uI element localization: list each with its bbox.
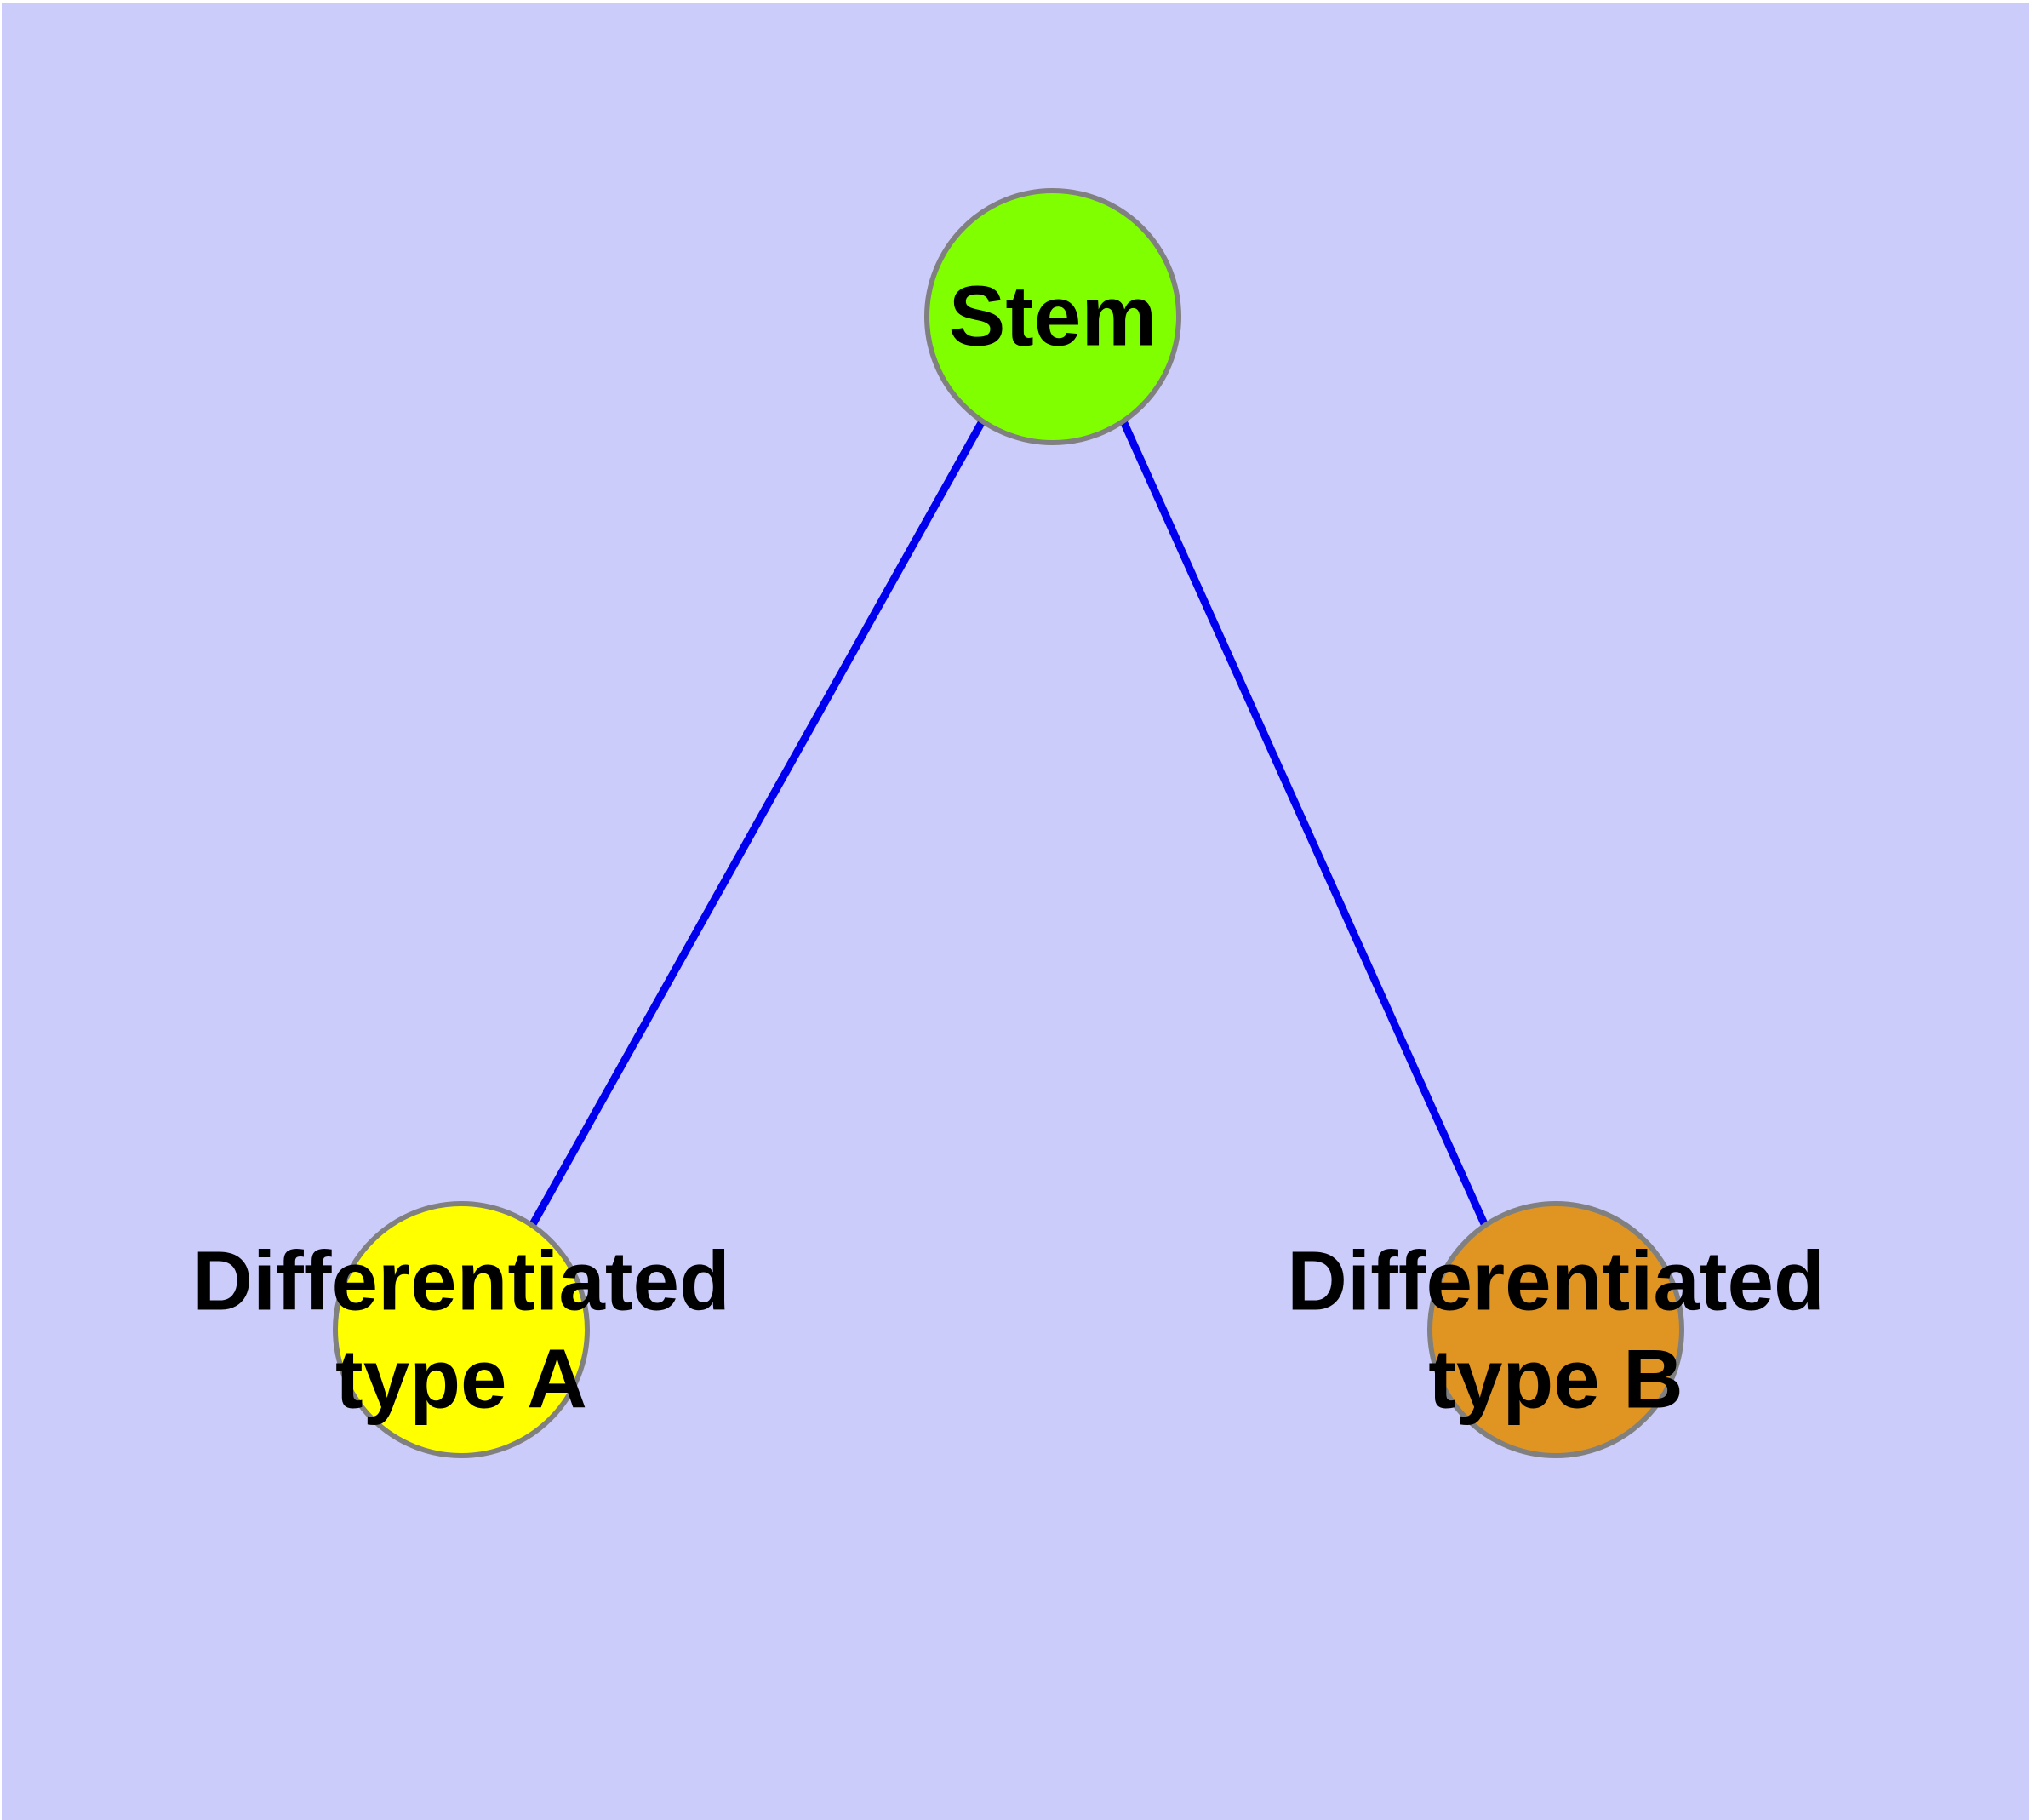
- edge-stem-to-differentiated-type-a: [529, 419, 986, 1228]
- node-differentiated-type-b[interactable]: [1427, 1201, 1684, 1458]
- node-differentiated-type-a[interactable]: [333, 1201, 590, 1458]
- node-stem[interactable]: [924, 188, 1181, 445]
- edge-stem-to-differentiated-type-b: [1119, 420, 1489, 1228]
- node-layer: [333, 188, 1684, 1458]
- edge-layer: [529, 419, 1489, 1228]
